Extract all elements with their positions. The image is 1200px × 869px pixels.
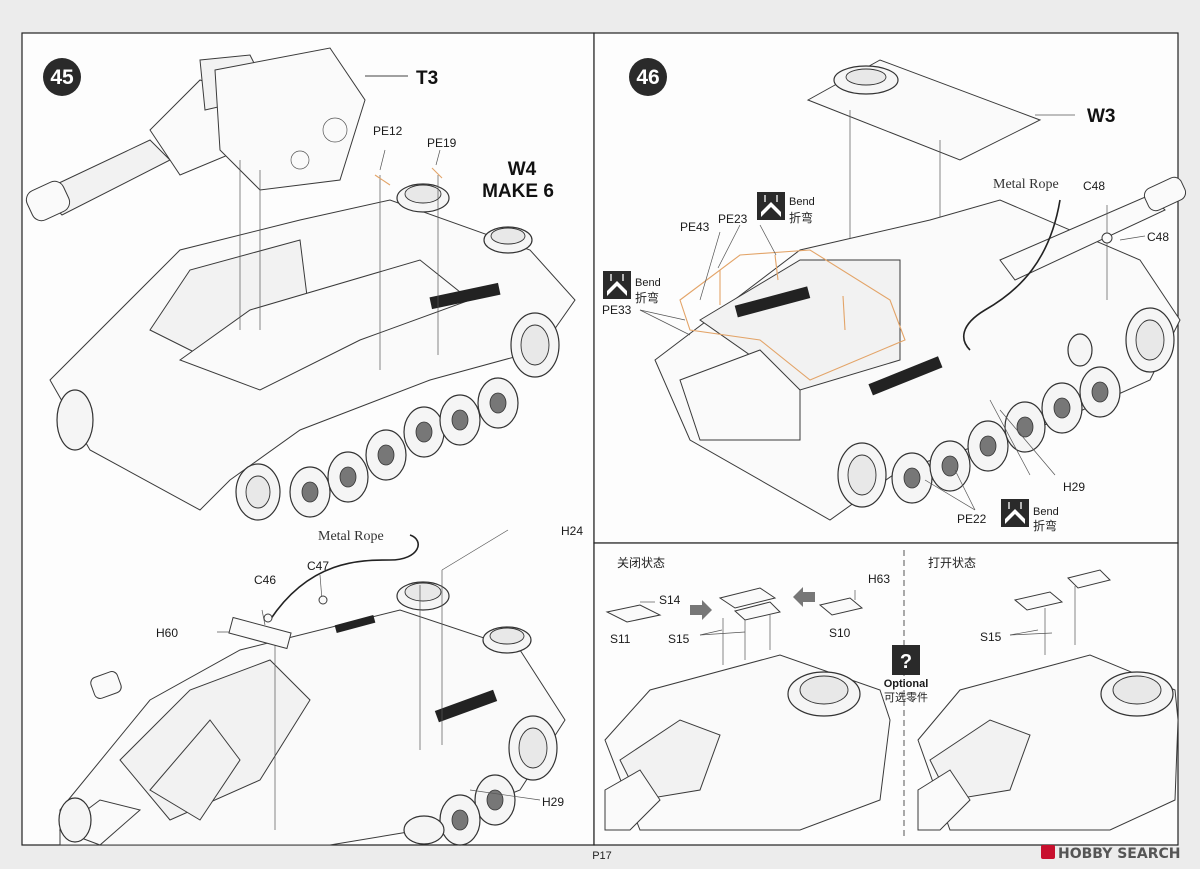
- step45-top-tank-drawing: [25, 47, 576, 521]
- step45-part-h60: H60: [156, 626, 178, 640]
- step46-part-c48-b: C48: [1147, 230, 1169, 244]
- step45-part-t3: T3: [416, 68, 438, 89]
- optional-badge: ? Optional 可选零件: [884, 645, 929, 704]
- step45-metal-rope-label: Metal Rope: [318, 529, 384, 544]
- closed-part-s11: S11: [610, 632, 631, 646]
- step46-metal-rope-label: Metal Rope: [993, 177, 1059, 192]
- bend-cn-2: 折弯: [635, 290, 659, 305]
- closed-state-drawing: [604, 587, 891, 831]
- bend-symbol-3: Bend 折弯: [1001, 499, 1059, 533]
- open-state-drawing: [917, 569, 1179, 831]
- optional-cn: 可选零件: [884, 691, 928, 704]
- step45-part-h29: H29: [542, 795, 564, 809]
- watermark-text: HOBBY SEARCH: [1058, 846, 1180, 862]
- open-part-s15: S15: [980, 630, 1002, 644]
- step45-part-c46: C46: [254, 573, 276, 587]
- bend-en-2: Bend: [635, 277, 661, 289]
- optional-symbol: ?: [900, 651, 912, 673]
- step46-part-pe33: PE33: [602, 303, 632, 317]
- step45-note-w4: W4: [508, 159, 537, 180]
- closed-part-s14: S14: [659, 593, 681, 607]
- step46-tank-drawing: [639, 59, 1187, 521]
- step45-part-pe12: PE12: [373, 124, 403, 138]
- bend-symbol-1: Bend 折弯: [757, 192, 815, 225]
- closed-state-title: 关闭状态: [617, 556, 665, 570]
- step46-part-h29: H29: [1063, 480, 1085, 494]
- step45-part-c47: C47: [307, 559, 329, 573]
- bend-symbol-2: Bend 折弯: [603, 271, 661, 305]
- step46-part-c48-a: C48: [1083, 179, 1105, 193]
- step45-number-badge: 45: [43, 58, 81, 96]
- step46-part-w3: W3: [1087, 106, 1116, 127]
- step46-number: 46: [636, 66, 659, 89]
- step46-part-pe43: PE43: [680, 220, 710, 234]
- step46-part-pe22: PE22: [957, 512, 987, 526]
- bend-cn-3: 折弯: [1033, 518, 1057, 533]
- hobby-search-logo: HOBBY SEARCH: [1041, 845, 1180, 862]
- closed-part-s15: S15: [668, 632, 690, 646]
- closed-part-h63: H63: [868, 572, 890, 586]
- bend-en-1: Bend: [789, 196, 815, 208]
- step45-part-h24: H24: [561, 524, 583, 538]
- bend-cn-1: 折弯: [789, 210, 813, 225]
- open-state-title: 打开状态: [928, 556, 976, 570]
- step46-part-pe23: PE23: [718, 212, 748, 226]
- step45-bottom-tank-drawing: [58, 529, 566, 846]
- closed-part-s10: S10: [829, 626, 851, 640]
- page-number: P17: [592, 850, 612, 862]
- bend-en-3: Bend: [1033, 506, 1059, 518]
- step46-number-badge: 46: [629, 58, 667, 96]
- optional-en: Optional: [884, 678, 929, 690]
- step45-note-make6: MAKE 6: [482, 181, 554, 202]
- step45-number: 45: [50, 66, 74, 89]
- step45-part-pe19: PE19: [427, 136, 457, 150]
